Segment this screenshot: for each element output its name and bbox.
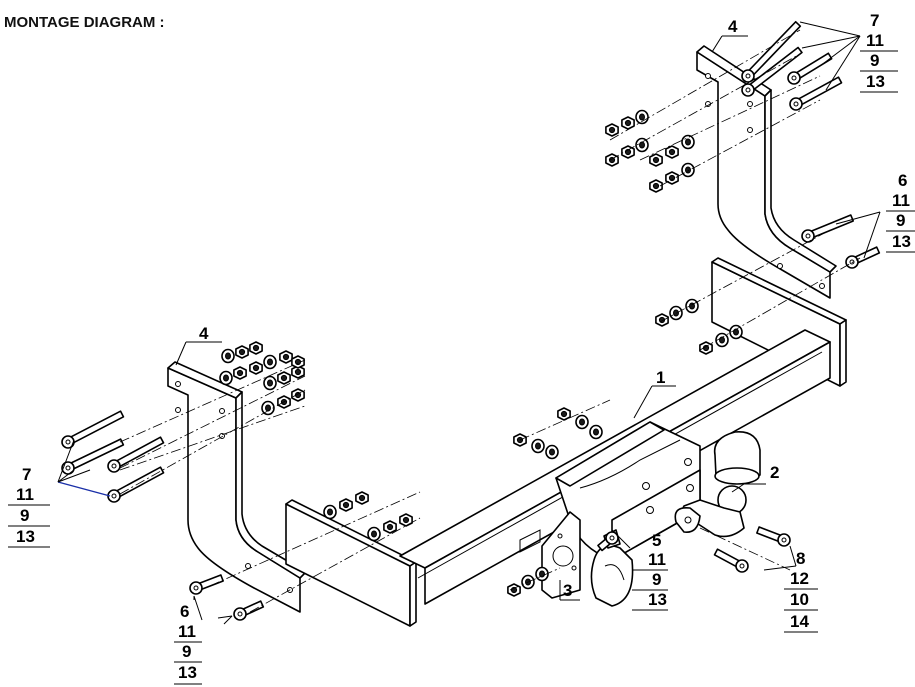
svg-text:9: 9 xyxy=(896,211,905,230)
svg-text:11: 11 xyxy=(892,191,910,210)
bolt xyxy=(65,410,125,446)
left-bracket xyxy=(167,361,307,613)
callout-6-left-stack: 6 11 9 13 xyxy=(174,602,202,685)
callout-1: 1 xyxy=(656,368,665,387)
callout-leaders xyxy=(57,21,881,625)
svg-text:13: 13 xyxy=(16,527,35,546)
svg-text:12: 12 xyxy=(790,569,809,588)
svg-text:13: 13 xyxy=(866,72,885,91)
callout-4-left: 4 xyxy=(199,324,209,343)
svg-text:7: 7 xyxy=(870,11,879,30)
svg-text:8: 8 xyxy=(796,549,805,568)
svg-text:13: 13 xyxy=(892,232,911,251)
towball xyxy=(674,431,761,538)
svg-text:6: 6 xyxy=(898,171,907,190)
svg-text:5: 5 xyxy=(652,531,661,550)
callout-labels: 1 2 3 4 4 5 11 9 13 6 11 9 13 6 11 9 xyxy=(8,11,915,685)
callout-7-left-stack: 7 11 9 13 xyxy=(8,465,50,548)
svg-text:9: 9 xyxy=(652,570,661,589)
svg-text:11: 11 xyxy=(178,622,196,641)
svg-text:13: 13 xyxy=(648,590,667,609)
svg-text:13: 13 xyxy=(178,663,197,682)
callout-5-stack: 5 11 9 13 xyxy=(632,531,668,611)
svg-text:9: 9 xyxy=(870,51,879,70)
callout-8-stack: 8 12 10 14 xyxy=(784,549,818,633)
svg-text:9: 9 xyxy=(20,506,29,525)
svg-text:6: 6 xyxy=(180,602,189,621)
callout-2: 2 xyxy=(770,463,779,482)
callout-6-right-stack: 6 11 9 13 xyxy=(886,171,915,253)
svg-text:7: 7 xyxy=(22,465,31,484)
alignment-lines xyxy=(119,29,861,613)
callout-3: 3 xyxy=(563,581,572,600)
svg-text:10: 10 xyxy=(790,590,809,609)
crossbar xyxy=(285,257,847,627)
diagram-title: MONTAGE DIAGRAM : xyxy=(4,14,165,31)
callout-4-right: 4 xyxy=(728,17,738,36)
svg-text:11: 11 xyxy=(16,485,34,504)
svg-text:11: 11 xyxy=(866,31,884,50)
svg-text:9: 9 xyxy=(182,642,191,661)
svg-text:11: 11 xyxy=(648,550,666,569)
callout-7-right-stack: 7 11 9 13 xyxy=(860,11,898,93)
svg-text:14: 14 xyxy=(790,612,809,631)
